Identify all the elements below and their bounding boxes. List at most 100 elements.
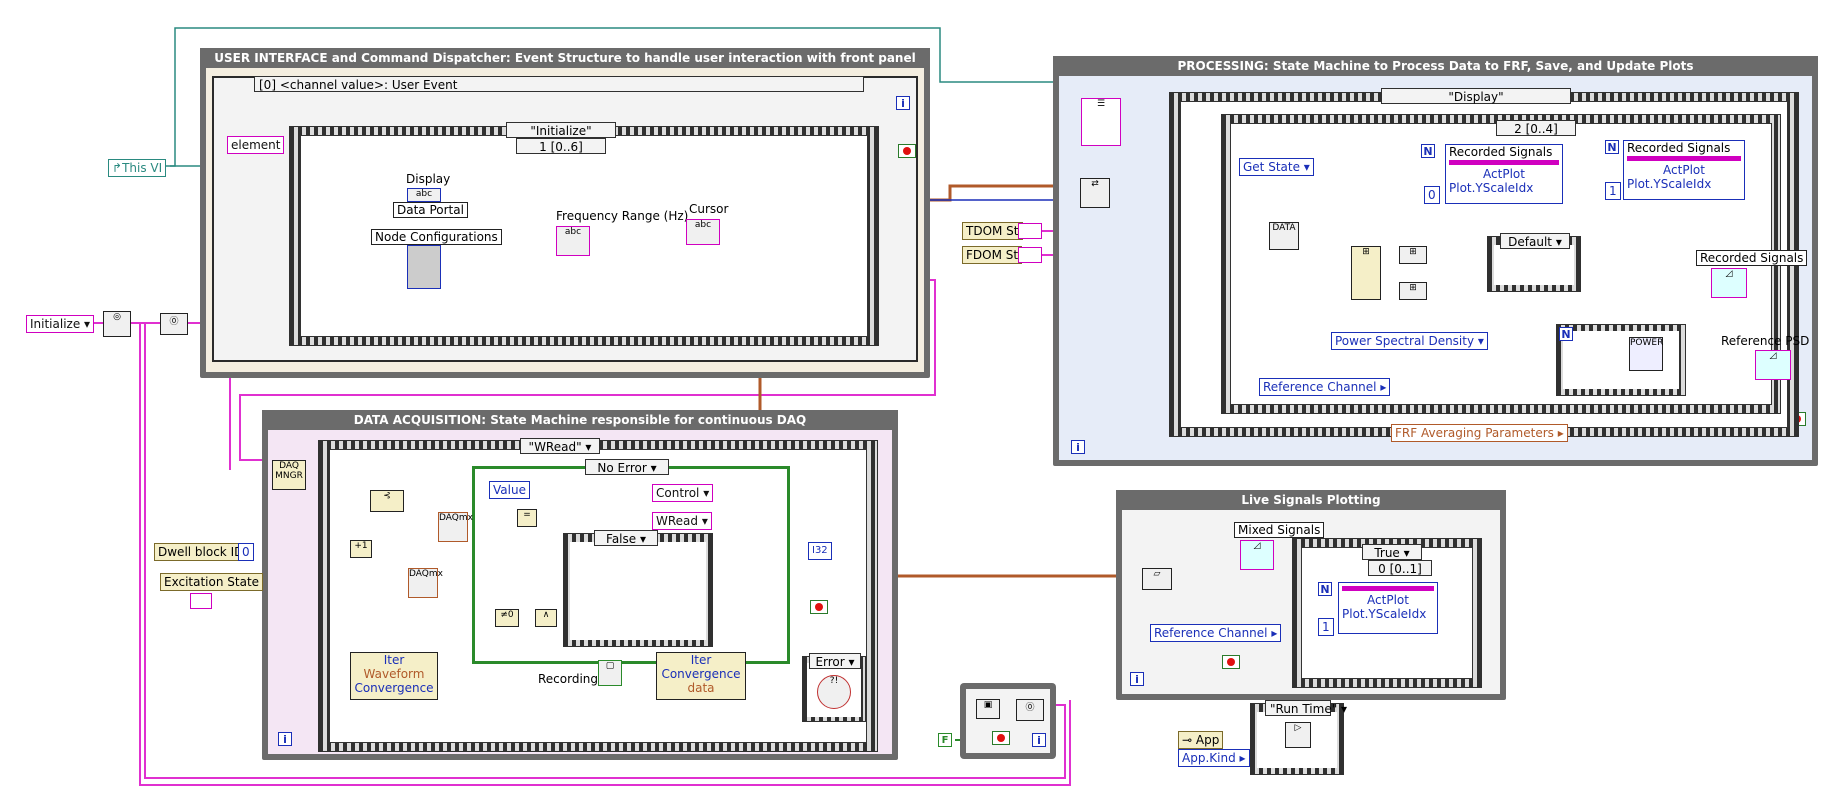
initialize-text: Initialize <box>30 317 81 331</box>
rec-signals-1-label: Recorded Signals <box>1449 145 1553 159</box>
rec-signals-2-label: Recorded Signals <box>1627 141 1731 155</box>
rec-signals-graph-icon[interactable]: ◿ <box>1711 268 1747 298</box>
live-plot-bar <box>1342 586 1434 591</box>
fft-node-1-icon[interactable]: ⊞ <box>1399 246 1427 264</box>
true-case-selector[interactable]: True ▾ <box>1362 544 1422 560</box>
rec-signals-node-2[interactable]: Recorded Signals ActPlot Plot.YScaleIdx <box>1623 140 1745 200</box>
psd-ring[interactable]: Power Spectral Density ▾ <box>1331 332 1488 350</box>
destroy-queue-icon[interactable]: ⓪ <box>1016 699 1044 721</box>
proc-while-loop: "Display" 2 [0..4] Get State ▾ Recorded … <box>1169 88 1809 442</box>
convergence-left: Convergence <box>354 681 434 695</box>
mixed-signals-graph-icon[interactable]: ◿ <box>1240 540 1274 570</box>
error-case-structure: No Error ▾ Value = False ▾ ≠0 ∧ <box>472 459 790 664</box>
proc-case-range-text: 2 [0..4] <box>1514 122 1558 136</box>
fdom-terminal[interactable] <box>1018 247 1042 263</box>
control-terminal[interactable]: Control ▾ <box>652 484 714 502</box>
release-frame: ▣ ⓪ i <box>960 683 1056 759</box>
false-constant[interactable]: F <box>938 733 952 747</box>
zero-constant[interactable]: 0 <box>1424 186 1440 204</box>
live-yscale: Plot.YScaleIdx <box>1342 607 1427 621</box>
daqmx-write-text: DAQmx <box>409 569 443 579</box>
live-dequeue-icon[interactable]: ▱ <box>1142 568 1172 590</box>
ref-psd-graph-icon[interactable]: ◿ <box>1755 350 1791 380</box>
unbundle-by-name-icon[interactable]: ⊞ <box>1351 246 1381 300</box>
excitation-terminal[interactable] <box>190 593 212 609</box>
bundle-right[interactable]: Iter Convergence data <box>656 652 746 700</box>
default-case-selector[interactable]: Default ▾ <box>1500 233 1570 249</box>
ui-case-range[interactable]: 1 [0..6] <box>516 138 606 154</box>
live-stop-terminal[interactable] <box>1222 655 1240 669</box>
fft-node-2-icon[interactable]: ⊞ <box>1399 282 1427 300</box>
rec-signals-1-bar <box>1449 160 1559 165</box>
recording-terminal-icon[interactable]: ▢ <box>598 660 622 686</box>
error-handler-selector[interactable]: Error ▾ <box>809 653 861 669</box>
default-case-body <box>1494 245 1574 285</box>
psd-ring-text: Power Spectral Density <box>1335 334 1475 348</box>
power-icon-text: POWER <box>1630 338 1664 348</box>
run-time-selector[interactable]: "Run Time" ▾ <box>1265 700 1347 716</box>
live-one-constant[interactable]: 1 <box>1318 618 1334 636</box>
one-constant-proc[interactable]: 1 <box>1605 182 1621 200</box>
ui-iteration-icon: i <box>896 96 910 110</box>
ui-case-selector-text: "Initialize" <box>530 124 592 138</box>
enqueue-icon[interactable]: ◎ <box>103 311 131 337</box>
release-queue-icon[interactable]: ▣ <box>976 699 1000 719</box>
queue-ref-icon[interactable]: ⓪ <box>160 313 188 335</box>
element-terminal[interactable]: element <box>227 136 285 154</box>
live-body: i Mixed Signals ◿ Reference Channel ▸ Tr… <box>1122 510 1500 694</box>
and-icon[interactable]: ∧ <box>535 609 557 627</box>
increment-icon[interactable]: +1 <box>350 540 372 558</box>
initialize-constant[interactable]: Initialize ▾ <box>26 315 95 333</box>
tdom-terminal[interactable] <box>1018 223 1042 239</box>
error-case-text: No Error <box>597 461 647 475</box>
error-dialog-icon[interactable]: ?! <box>817 675 851 709</box>
daq-case-selector[interactable]: "WRead" ▾ <box>520 438 600 454</box>
app-label: App <box>1195 733 1220 747</box>
get-state-ring[interactable]: Get State ▾ <box>1239 158 1314 176</box>
proc-case-range[interactable]: 2 [0..4] <box>1496 120 1576 136</box>
ref-channel-proc[interactable]: Reference Channel ▸ <box>1259 378 1391 396</box>
wread-terminal[interactable]: WRead ▾ <box>652 512 712 530</box>
event-selector[interactable]: [0] <channel value>: User Event <box>254 76 864 92</box>
live-plot-node[interactable]: ActPlot Plot.YScaleIdx <box>1338 582 1438 634</box>
frf-avg-params[interactable]: FRF Averaging Parameters ▸ <box>1391 424 1568 442</box>
daqmx-read-icon[interactable]: DAQmx <box>438 512 473 542</box>
ui-stop-terminal[interactable] <box>898 144 916 158</box>
ui-case-selector[interactable]: "Initialize" <box>506 122 616 138</box>
dwell-constant[interactable]: 0 <box>238 543 254 561</box>
equals-icon[interactable]: = <box>517 509 537 527</box>
ui-case-range-text: 1 [0..6] <box>539 140 583 154</box>
not-equal-zero-icon[interactable]: ≠0 <box>495 609 519 627</box>
unbundle-left[interactable]: Iter Waveform Convergence <box>350 652 438 700</box>
exit-labview-icon[interactable]: ▷ <box>1285 722 1311 748</box>
live-case-range[interactable]: 0 [0..1] <box>1368 560 1432 576</box>
daq-while-loop: "WRead" ▾ No Error ▾ Value = False ▾ ≠0 … <box>318 438 878 752</box>
cursor-terminal-icon[interactable]: abc <box>686 219 720 245</box>
rec-signals-indicator-label: Recorded Signals <box>1696 250 1808 266</box>
error-case-selector[interactable]: No Error ▾ <box>585 459 669 475</box>
app-property-node[interactable]: ⊸ App <box>1178 731 1224 749</box>
power-icon[interactable]: POWER <box>1629 337 1663 371</box>
app-kind[interactable]: App.Kind ▸ <box>1178 749 1250 767</box>
release-stop-terminal[interactable] <box>992 731 1010 745</box>
loop-back-wire-2 <box>139 323 1071 786</box>
freq-range-terminal-icon[interactable]: abc <box>556 226 590 256</box>
proc-queue-terminal-icon[interactable]: ☰ <box>1081 98 1121 146</box>
display-terminal-icon[interactable]: abc <box>407 188 441 202</box>
daqmx-write-icon[interactable]: DAQmx <box>408 568 443 598</box>
false-case-selector[interactable]: False ▾ <box>594 530 658 546</box>
rec-signals-node-1[interactable]: Recorded Signals ActPlot Plot.YScaleIdx <box>1445 144 1563 204</box>
daq-stop-terminal[interactable] <box>810 600 828 614</box>
proc-case-selector[interactable]: "Display" <box>1381 88 1571 104</box>
node-config-terminal-icon[interactable] <box>407 245 441 289</box>
value-terminal[interactable]: Value <box>489 481 530 499</box>
this-vi-reference[interactable]: ↱This VI <box>108 159 167 177</box>
daq-mngr-icon[interactable]: DAQ MNGR <box>272 460 306 490</box>
proc-iteration-icon: i <box>1071 440 1085 454</box>
ref-channel-live[interactable]: Reference Channel ▸ <box>1150 624 1282 642</box>
data-unbundle-icon[interactable]: DATA <box>1269 222 1299 250</box>
run-time-body: ▷ <box>1257 712 1337 768</box>
dequeue-proc-icon[interactable]: ⇄ <box>1080 178 1110 208</box>
bundle-icon[interactable]: ⊰ <box>370 490 404 512</box>
i32-indicator[interactable]: I32 <box>808 542 832 560</box>
